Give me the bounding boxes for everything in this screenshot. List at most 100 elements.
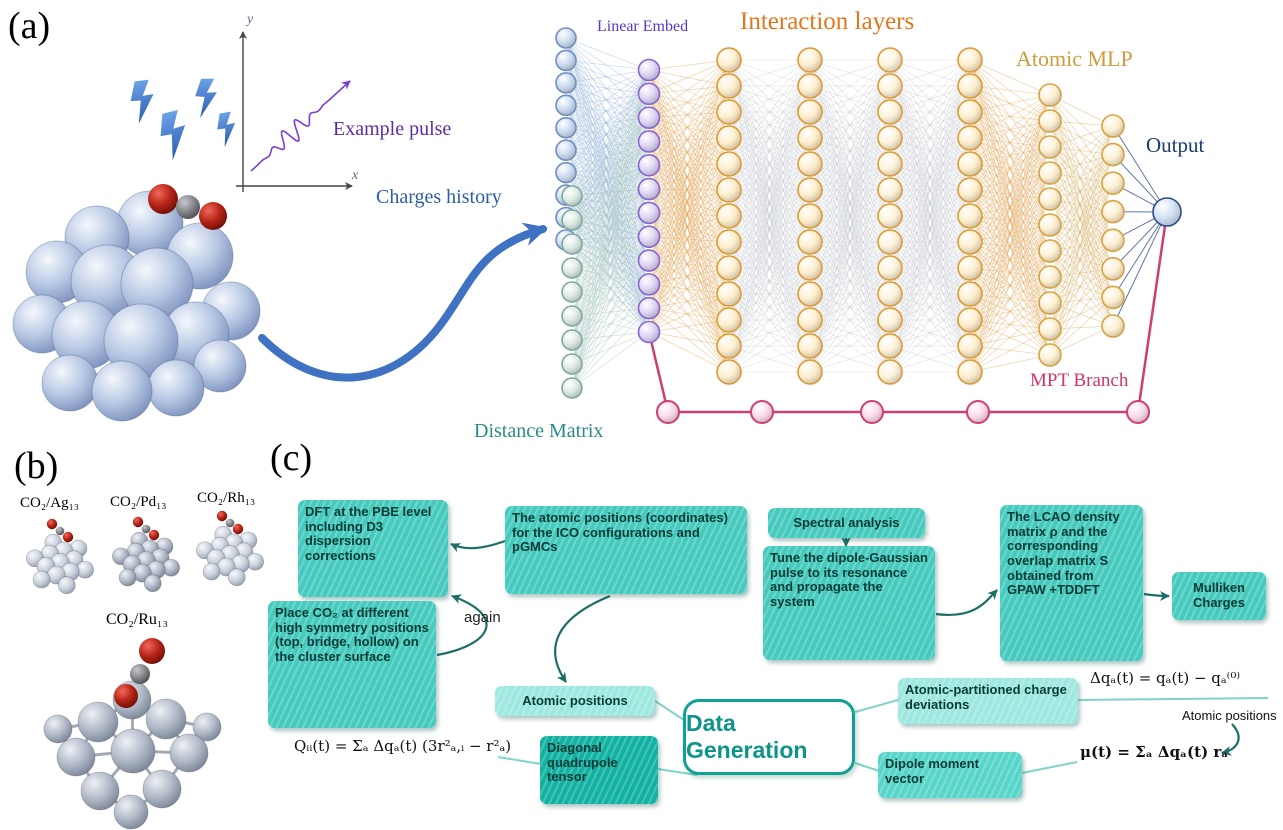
- network-edge: [565, 60, 650, 118]
- network-edge: [889, 215, 971, 321]
- rh13-cluster-label: CO₂/Rh₁₃: [197, 490, 256, 506]
- network-edge: [648, 212, 730, 217]
- network-edge: [969, 302, 1051, 373]
- network-edge: [648, 307, 730, 321]
- network-node-output: [1152, 197, 1182, 227]
- network-edge: [648, 111, 730, 190]
- network-edge: [809, 111, 891, 321]
- network-edge: [889, 215, 971, 269]
- network-edge: [728, 85, 811, 373]
- network-edge: [889, 293, 971, 321]
- network-edge: [889, 319, 971, 373]
- network-edge: [728, 111, 811, 347]
- network-edge: [809, 137, 891, 269]
- network-edge: [889, 163, 971, 191]
- network-edge: [809, 163, 891, 217]
- network-edge: [889, 137, 971, 269]
- network-edge: [728, 189, 811, 321]
- network-edge: [889, 59, 971, 243]
- network-edge: [728, 267, 811, 321]
- network-edge: [728, 189, 811, 243]
- network-edge: [969, 94, 1051, 295]
- network-edge: [565, 69, 650, 106]
- network-edge: [809, 111, 891, 165]
- network-edge: [809, 215, 891, 321]
- network-edge: [889, 59, 971, 321]
- network-edge: [889, 85, 971, 217]
- network-edge: [728, 189, 811, 347]
- network-edge: [648, 93, 730, 191]
- network-node-atomic-mlp-2: [1101, 257, 1125, 281]
- network-edge: [648, 93, 730, 295]
- network-edge: [1049, 125, 1114, 200]
- network-edge: [648, 59, 730, 190]
- network-node-input-distance: [561, 281, 583, 303]
- network-edge: [728, 59, 811, 295]
- co2-molecule: [132, 516, 144, 528]
- network-node-linear-embed: [637, 273, 661, 296]
- network-edge: [728, 137, 811, 321]
- network-edge: [1049, 172, 1114, 213]
- network-edge: [728, 163, 811, 347]
- network-edge: [648, 293, 730, 333]
- network-edge: [648, 241, 730, 261]
- network-node-interaction-4: [957, 73, 983, 99]
- network-edge: [648, 117, 730, 373]
- network-edge: [648, 117, 730, 165]
- network-edge: [571, 69, 650, 389]
- network-edge: [648, 111, 730, 118]
- network-node-interaction-1: [716, 125, 742, 151]
- network-node-atomic-mlp-1: [1038, 343, 1062, 367]
- network-edge: [648, 163, 730, 309]
- network-edge: [809, 189, 891, 295]
- network-edge: [648, 212, 730, 269]
- network-node-interaction-2: [797, 281, 823, 307]
- network-edge: [889, 59, 971, 295]
- network-edge: [809, 189, 891, 295]
- network-edge: [728, 85, 811, 321]
- ag13-cluster: [32, 570, 51, 589]
- flow-box-mulliken: Mulliken Charges: [1172, 572, 1266, 620]
- network-edge: [728, 111, 811, 139]
- network-edge: [889, 59, 971, 217]
- nanocluster-sphere: [193, 339, 247, 393]
- network-edge: [809, 59, 891, 113]
- network-edge: [809, 137, 891, 165]
- network-edge: [648, 141, 730, 373]
- network-node-linear-embed: [637, 177, 661, 201]
- network-edge: [728, 111, 811, 191]
- network-node-interaction-1: [716, 359, 742, 385]
- network-edge: [889, 137, 971, 321]
- flow-box-ico: The atomic positions (coordinates) for t…: [505, 506, 747, 594]
- network-edge: [648, 141, 730, 165]
- network-edge: [889, 163, 971, 347]
- network-edge: [889, 215, 971, 295]
- network-edge: [889, 85, 971, 295]
- network-edge: [728, 59, 811, 165]
- network-edge: [648, 165, 730, 373]
- network-edge: [889, 111, 971, 139]
- network-edge: [809, 85, 891, 347]
- network-edge: [889, 215, 971, 373]
- network-edge: [728, 59, 811, 113]
- ru13-cluster: [110, 728, 156, 774]
- network-edge: [728, 241, 811, 347]
- network-edge: [1049, 297, 1114, 356]
- network-edge: [809, 111, 891, 269]
- network-edge: [809, 137, 891, 243]
- network-edge: [969, 85, 1051, 96]
- network-edge: [565, 93, 650, 173]
- network-edge: [889, 59, 971, 87]
- network-node-interaction-3: [877, 99, 903, 125]
- network-edge: [809, 319, 891, 347]
- network-node-interaction-2: [797, 151, 823, 177]
- network-edge: [648, 93, 730, 113]
- network-edge: [728, 85, 811, 243]
- network-edge: [565, 105, 650, 261]
- network-edge: [889, 59, 971, 139]
- network-edge: [809, 111, 891, 139]
- network-edge: [809, 163, 891, 243]
- network-node-input-distance: [561, 257, 583, 279]
- network-edge: [1049, 268, 1114, 330]
- network-edge: [728, 241, 811, 347]
